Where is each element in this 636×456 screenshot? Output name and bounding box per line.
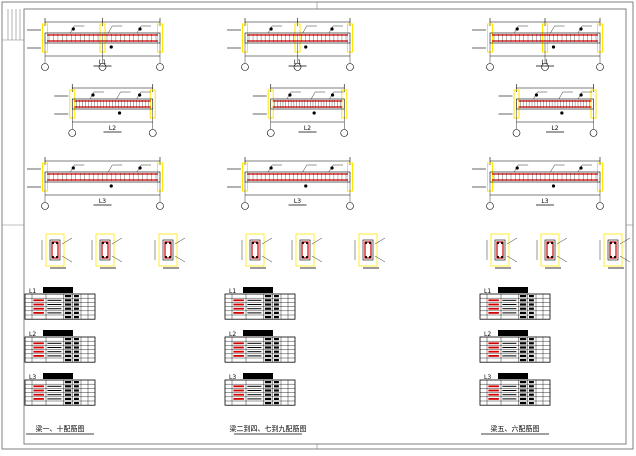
- section-stirrup: [251, 241, 259, 259]
- section-outline: [362, 239, 374, 261]
- beam-title: L3: [294, 198, 301, 205]
- sheet-caption: 梁二到四、七到九配筋图: [230, 424, 307, 433]
- beam-title: L3: [541, 198, 548, 205]
- inner-frame: [23, 8, 627, 445]
- section-row: [486, 233, 631, 269]
- beam-title: L3: [99, 198, 106, 205]
- sheet-caption: 梁五、六配筋图: [491, 424, 540, 433]
- table-title: L1: [29, 288, 36, 295]
- beam-body: [244, 171, 351, 183]
- section-outline: [607, 239, 619, 261]
- beam-title: L2: [109, 125, 116, 132]
- table-title: L3: [29, 374, 36, 381]
- section-stirrup: [101, 241, 109, 259]
- beam-elevation: L2: [252, 84, 349, 137]
- section-stirrup: [546, 241, 554, 259]
- section-row: [241, 233, 386, 269]
- sheet-caption: 梁一、十配筋图: [36, 424, 85, 433]
- beam-elevation: L2: [54, 84, 157, 137]
- section-outline: [49, 239, 61, 261]
- beam-title: L2: [551, 125, 558, 132]
- crop-marks: [316, 2, 633, 449]
- table-title: L1: [484, 288, 491, 295]
- section-outline: [544, 239, 556, 261]
- table-title: L3: [484, 374, 491, 381]
- section-outline: [299, 239, 311, 261]
- beam-elevation: L3: [227, 157, 354, 210]
- table-title: L1: [229, 288, 236, 295]
- beam-title: L1: [294, 59, 301, 66]
- beam-elevation: L3: [472, 157, 604, 210]
- section-outline: [162, 239, 174, 261]
- section-stirrup: [51, 241, 59, 259]
- beam-title: L1: [541, 59, 548, 66]
- table-title: L2: [484, 331, 491, 338]
- section-outline: [99, 239, 111, 261]
- section-stirrup: [364, 241, 372, 259]
- section-stirrup: [301, 241, 309, 259]
- table-title: L3: [229, 374, 236, 381]
- beam-body: [44, 171, 161, 183]
- beam-body: [71, 98, 154, 110]
- table-title: L2: [29, 331, 36, 338]
- beam-elevation: L1: [227, 18, 354, 71]
- binding-strip: [2, 9, 24, 226]
- section-stirrup: [496, 241, 504, 259]
- beam-elevation: L1: [472, 18, 604, 71]
- beam-title: L2: [304, 125, 311, 132]
- section-outline: [494, 239, 506, 261]
- beam-elevation: L1: [27, 18, 164, 71]
- section-row: [41, 233, 186, 269]
- table-title: L2: [229, 331, 236, 338]
- section-outline: [249, 239, 261, 261]
- beam-body: [270, 98, 345, 110]
- beam-body: [489, 171, 601, 183]
- beam-elevation: L2: [498, 84, 598, 137]
- section-stirrup: [164, 241, 172, 259]
- beam-body: [516, 98, 594, 110]
- beam-title: L1: [99, 59, 106, 66]
- section-stirrup: [609, 241, 617, 259]
- beam-elevation: L3: [27, 157, 164, 210]
